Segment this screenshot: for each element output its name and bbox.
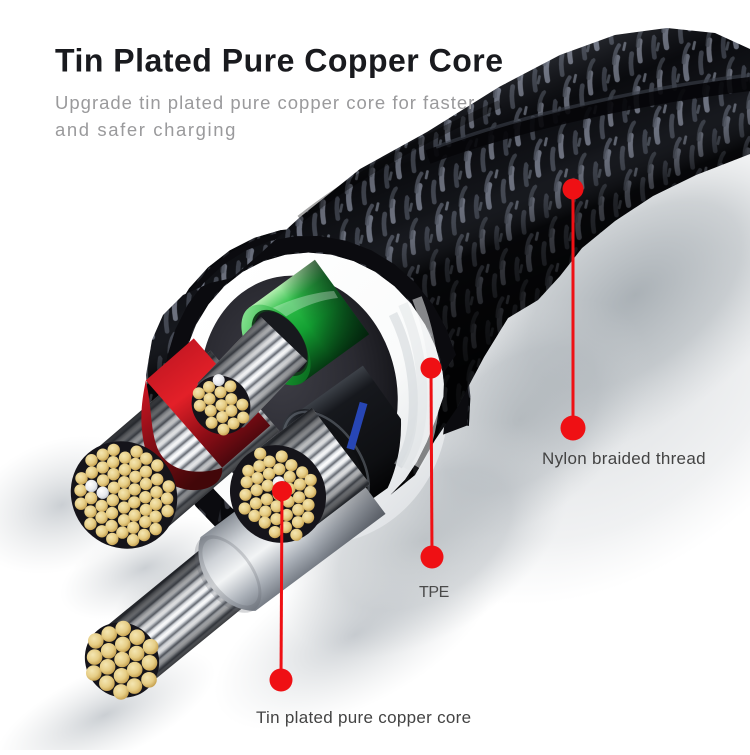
svg-text:TPE: TPE bbox=[419, 584, 449, 601]
svg-text:and safer charging: and safer charging bbox=[55, 119, 237, 140]
svg-text:Nylon braided thread: Nylon braided thread bbox=[542, 449, 706, 468]
svg-text:Tin Plated Pure Copper Core: Tin Plated Pure Copper Core bbox=[55, 43, 504, 79]
svg-text:Upgrade tin plated pure copper: Upgrade tin plated pure copper core for … bbox=[55, 92, 475, 113]
svg-text:Tin plated pure copper core: Tin plated pure copper core bbox=[256, 708, 471, 727]
